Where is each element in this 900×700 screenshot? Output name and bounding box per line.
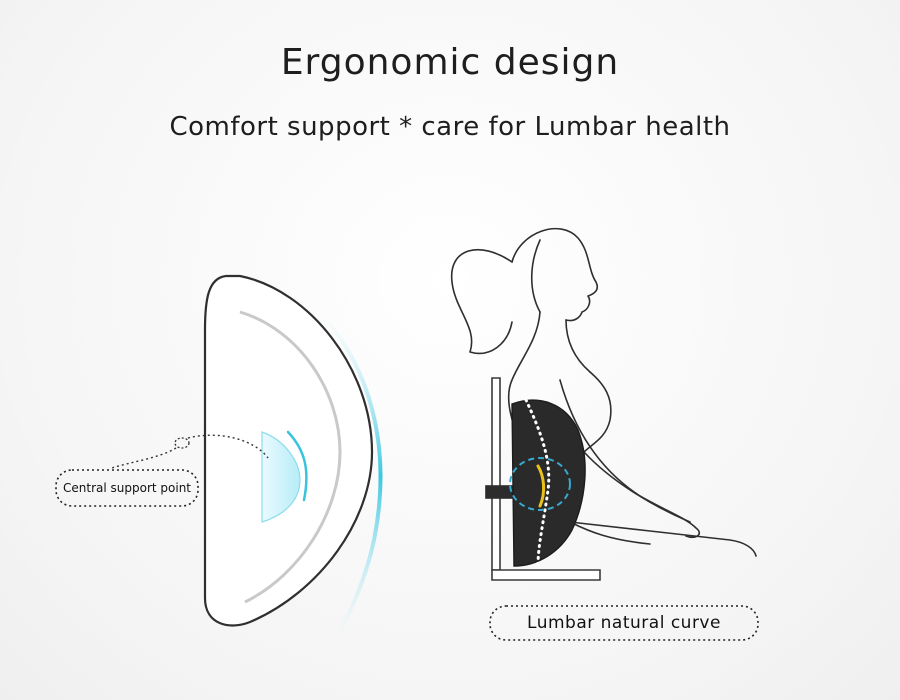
figure-thigh [569,521,757,557]
figure-chest [583,371,612,453]
motion-glow-arc [318,310,383,642]
central-support-highlight [536,464,546,508]
figure-forearm-lower [583,451,691,523]
page-subtitle: Comfort support * care for Lumbar health [169,112,731,142]
central-support-label-frame [55,469,199,507]
cushion-profile [55,274,383,642]
figure-neck-front [565,319,591,373]
cushion-strap [485,485,513,499]
chair-seat [491,569,601,581]
central-support-label: Central support point [63,481,191,495]
callout-leader-line-lower [111,447,177,469]
support-wave-arc [286,430,308,502]
figure-head [511,228,599,322]
central-support-zone [261,431,301,523]
lumbar-curve-label: Lumbar natural curve [527,613,721,633]
lumbar-curve-label-frame [489,605,759,641]
callout-anchor-dot [174,437,190,449]
figure-ponytail [450,248,513,355]
lumbar-cushion [509,398,586,567]
seated-figure [450,228,757,557]
chair-backrest [491,377,501,571]
figure-hair-line [530,239,541,313]
spine-dotted-line [524,398,551,567]
cushion-inner-contour [239,310,342,604]
page-title: Ergonomic design [280,42,620,83]
figure-hip [569,521,651,545]
lumbar-cushion-body [511,399,586,567]
support-focus-circle [509,457,571,511]
chair [485,377,601,581]
